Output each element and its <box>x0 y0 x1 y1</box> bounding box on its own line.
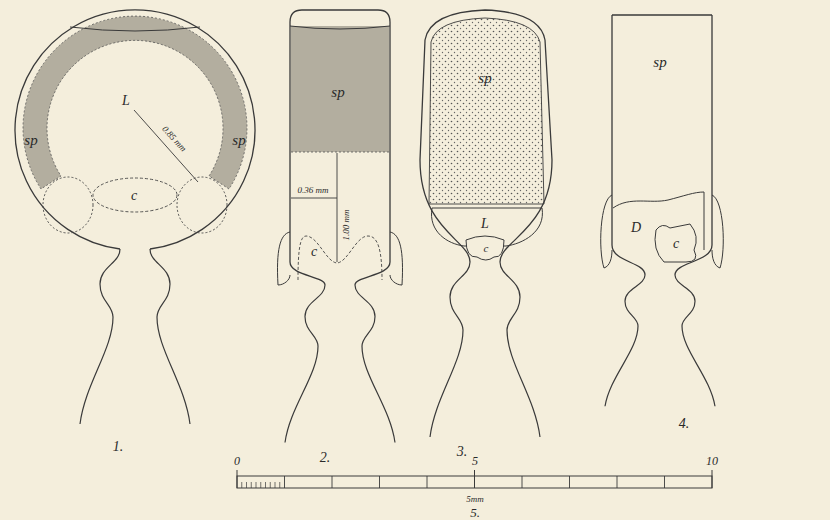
figure-stroke <box>237 476 712 488</box>
figure-number: 4. <box>679 417 690 431</box>
figure-stroke <box>290 26 390 29</box>
figure-stroke <box>712 470 713 488</box>
figure-stroke <box>617 476 618 488</box>
figure-stroke <box>379 476 380 488</box>
figure-stroke <box>612 14 712 15</box>
figure-stroke <box>270 482 271 488</box>
dimension-label: 1.00 mm <box>342 210 351 241</box>
figure-stroke <box>275 482 276 488</box>
figure-stroke <box>612 15 645 275</box>
figure-stroke <box>177 177 227 233</box>
figure-stroke <box>23 16 247 189</box>
part-label: sp <box>24 133 37 148</box>
figure-number: 2. <box>320 451 331 465</box>
figure-stroke <box>601 195 612 268</box>
figure-stroke <box>390 232 403 285</box>
scale-number: 5 <box>472 455 478 467</box>
figure-stroke <box>420 10 552 262</box>
part-label: sp <box>232 133 245 148</box>
figure-one <box>15 10 255 424</box>
part-label: sp <box>478 71 491 86</box>
scale-unit: 5mm <box>466 495 484 504</box>
figure-stroke <box>70 27 200 31</box>
figure-stroke <box>241 482 242 488</box>
figure-stroke <box>522 476 523 488</box>
part-label: sp <box>331 85 344 100</box>
figure-stroke <box>246 482 247 488</box>
figure-stroke <box>285 285 395 443</box>
part-label: c <box>311 245 317 259</box>
figure-stroke <box>429 18 544 204</box>
figure-stroke <box>290 10 390 285</box>
figure-stroke <box>704 192 705 250</box>
figure-stroke <box>291 152 389 153</box>
figure-stroke <box>291 26 389 152</box>
scale-bar <box>237 470 712 488</box>
part-label: c <box>673 237 679 251</box>
figure-stroke <box>291 198 337 199</box>
figure-number: 5. <box>470 506 480 519</box>
figure-stroke <box>15 10 255 249</box>
figure-stroke <box>260 482 261 488</box>
figure-stroke <box>278 232 291 285</box>
figure-stroke <box>279 482 280 488</box>
figure-stroke <box>80 249 190 424</box>
figure-four <box>601 15 724 406</box>
figure-stroke <box>655 224 696 262</box>
figure-stroke <box>265 482 266 488</box>
figure-stroke <box>256 482 257 488</box>
figure-stroke <box>466 236 504 260</box>
figure-two <box>278 10 403 443</box>
figure-stroke <box>251 482 252 488</box>
part-label: sp <box>653 55 666 70</box>
figure-number: 1. <box>113 440 124 454</box>
figure-stroke <box>605 275 715 406</box>
figure-stroke <box>664 476 665 488</box>
part-label: c <box>484 243 489 254</box>
figure-stroke <box>569 476 570 488</box>
figure-stroke <box>43 177 93 233</box>
figure-stroke <box>474 470 475 488</box>
figure-stroke <box>332 476 333 488</box>
figure-stroke <box>93 178 177 212</box>
figure-stroke <box>337 153 338 262</box>
part-label: c <box>131 189 137 203</box>
figure-stroke <box>613 192 704 208</box>
figure-stroke <box>298 236 382 280</box>
dimension-label: 0.36 mm <box>298 186 329 195</box>
figure-stroke <box>430 262 540 437</box>
scale-number: 10 <box>706 455 718 467</box>
figure-stroke <box>237 470 238 488</box>
dimension-label: 0.85 mm <box>160 124 187 153</box>
figure-stroke <box>134 110 198 182</box>
figure-stroke <box>284 476 285 488</box>
part-label: L <box>122 94 130 108</box>
part-label: L <box>481 217 489 231</box>
figure-stroke <box>712 195 723 268</box>
figure-stroke <box>427 476 428 488</box>
figure-number: 3. <box>457 445 468 459</box>
part-label: D <box>631 221 641 235</box>
figure-stroke <box>474 476 475 488</box>
figure-stroke <box>675 15 712 275</box>
figure-three <box>420 10 552 437</box>
scale-number: 0 <box>234 455 240 467</box>
